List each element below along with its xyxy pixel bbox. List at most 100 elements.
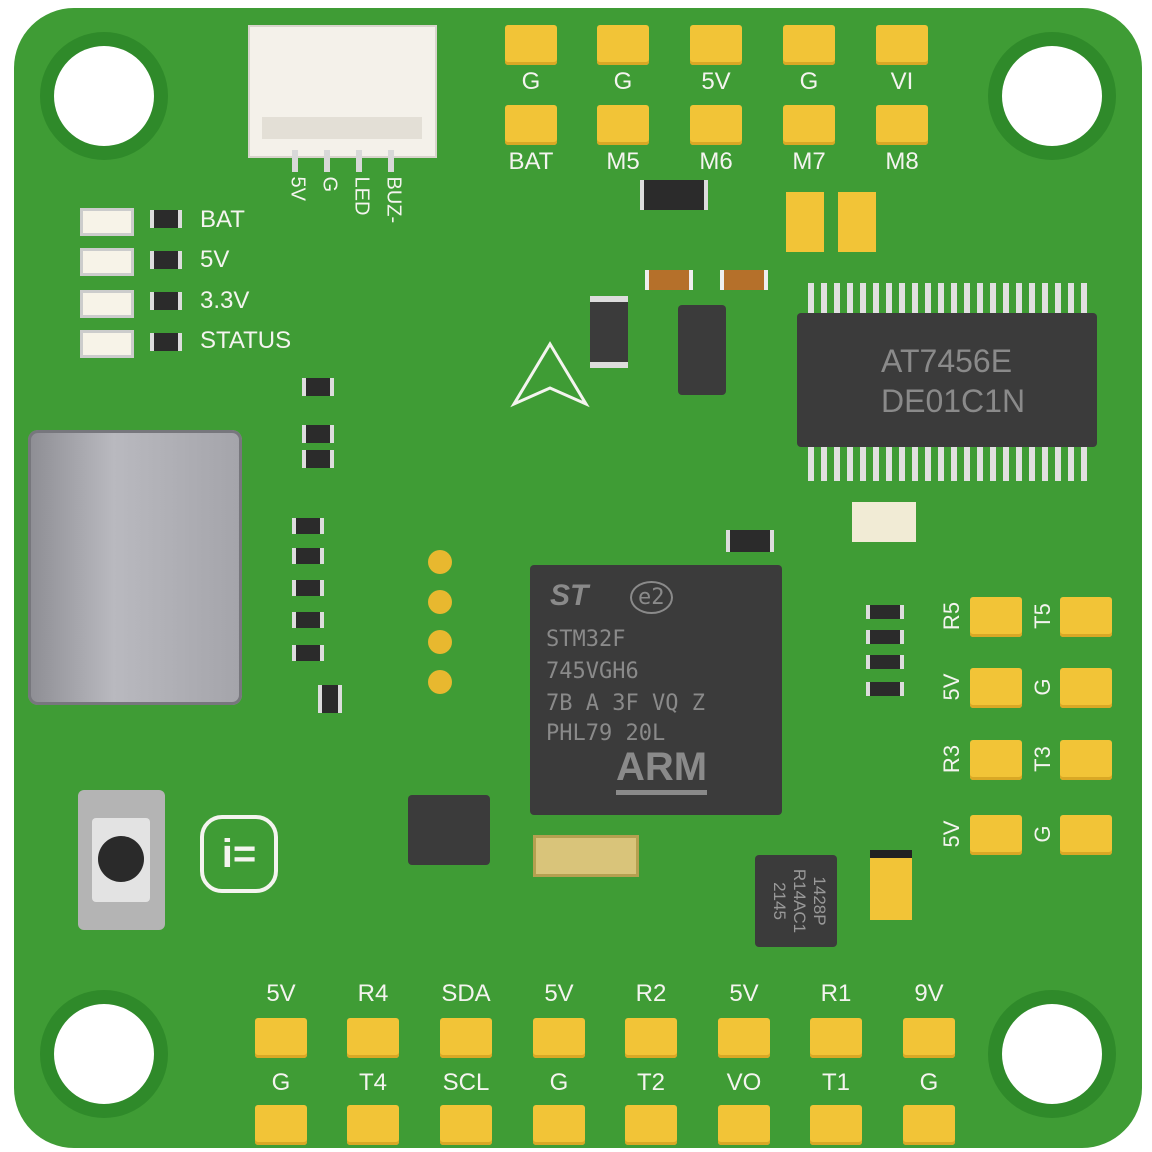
led-label: 5V (200, 246, 230, 273)
led-label: 3.3V (200, 287, 250, 314)
solder-pad (440, 1018, 492, 1058)
solder-pad (903, 1105, 955, 1145)
solder-pad (970, 815, 1022, 855)
button-knob (98, 836, 144, 882)
solder-pad (533, 1105, 585, 1145)
pad-label: G (613, 68, 633, 95)
solder-pad (533, 1018, 585, 1058)
pad-label: R2 (635, 980, 667, 1007)
solder-pad (718, 1018, 770, 1058)
pad-label: T5 (1030, 603, 1055, 629)
led-status (80, 330, 134, 358)
crystal (533, 835, 639, 877)
osd-chip-line1: AT7456E (881, 343, 1013, 379)
pad-label: VO (726, 1069, 762, 1096)
regulator-chip: 1428P R14AC1 2145 (755, 855, 837, 947)
pad-label: G (1030, 678, 1055, 696)
mounting-hole (988, 32, 1116, 160)
pad-label: M7 (792, 148, 826, 175)
pad-label: 5V (701, 68, 731, 95)
capacitor (838, 192, 876, 252)
pad-label: SCL (442, 1069, 490, 1096)
gold-dot (428, 630, 452, 654)
connector-pin-label: 5V (286, 176, 309, 201)
solder-pad (255, 1105, 307, 1145)
solder-pad (625, 1105, 677, 1145)
pad-label: R3 (939, 744, 964, 774)
arm-logo: ARM (616, 745, 708, 795)
gold-dot (428, 550, 452, 574)
osd-chip-line2: DE01C1N (881, 383, 1026, 419)
solder-pad (810, 1018, 862, 1058)
ic-small (408, 795, 490, 865)
pad-label: 5V (266, 980, 296, 1007)
led-bat (80, 208, 134, 236)
pad-label: SDA (441, 980, 491, 1007)
pad-label: 5V (939, 673, 964, 701)
pad-label: G (521, 68, 541, 95)
solder-pad (970, 740, 1022, 780)
led-5v (80, 248, 134, 276)
solder-pad (690, 25, 742, 65)
gold-dot (428, 590, 452, 614)
pad-label: R4 (357, 980, 389, 1007)
pad-label: T4 (358, 1069, 387, 1096)
solder-pad (347, 1105, 399, 1145)
connector-pin-label: G (318, 176, 341, 193)
pad-label: 5V (939, 820, 964, 848)
led-label: STATUS (200, 327, 292, 354)
pad-label: 9V (914, 980, 944, 1007)
pad-label: G (271, 1069, 291, 1096)
direction-arrow-icon (510, 341, 590, 408)
solder-pad (505, 25, 557, 65)
ic-small (678, 305, 726, 395)
mcu-line: PHL79 20L (546, 721, 666, 746)
connector-pin-label: LED (350, 176, 373, 216)
pad-label: T1 (821, 1069, 850, 1096)
mcu-badge: e2 (630, 581, 673, 614)
pad-label: R5 (939, 601, 964, 631)
pad-label: T3 (1030, 746, 1055, 772)
boot-button[interactable] (78, 790, 165, 930)
solder-pad (597, 105, 649, 145)
solder-pad (810, 1105, 862, 1145)
solder-pad (903, 1018, 955, 1058)
capacitor (786, 192, 824, 252)
solder-pad (1060, 740, 1112, 780)
solder-pad (876, 25, 928, 65)
solder-pad (597, 25, 649, 65)
capacitor (870, 850, 912, 920)
pad-label: M8 (885, 148, 919, 175)
solder-pad (1060, 668, 1112, 708)
usb-c-port[interactable] (28, 430, 242, 705)
solder-pad (505, 105, 557, 145)
jst-connector (248, 25, 437, 158)
mcu-line: 7B A 3F VQ Z (546, 691, 705, 716)
led-3v3 (80, 290, 134, 318)
mcu-chip: ST e2 STM32F 745VGH6 7B A 3F VQ Z PHL79 … (530, 565, 782, 815)
pad-label: BAT (508, 148, 554, 175)
regulator-line: R14AC1 (790, 868, 809, 934)
st-logo: ST (550, 579, 589, 612)
solder-pad (347, 1018, 399, 1058)
mounting-hole (40, 32, 168, 160)
mounting-hole (988, 990, 1116, 1118)
crystal (852, 502, 916, 542)
brand-logo: i= (200, 815, 278, 893)
pad-label: M5 (606, 148, 640, 175)
solder-pad (783, 25, 835, 65)
inductor (590, 296, 628, 368)
connector-pin-label: BUZ- (382, 176, 405, 224)
pad-label: G (799, 68, 819, 95)
solder-pad (783, 105, 835, 145)
pad-label: R1 (820, 980, 852, 1007)
solder-pad (440, 1105, 492, 1145)
pad-label: 5V (544, 980, 574, 1007)
solder-pad (690, 105, 742, 145)
osd-chip: AT7456E DE01C1N (797, 313, 1097, 447)
pad-label: VI (890, 68, 914, 95)
solder-pad (876, 105, 928, 145)
pad-label: G (549, 1069, 569, 1096)
pad-label: T2 (636, 1069, 665, 1096)
solder-pad (970, 597, 1022, 637)
